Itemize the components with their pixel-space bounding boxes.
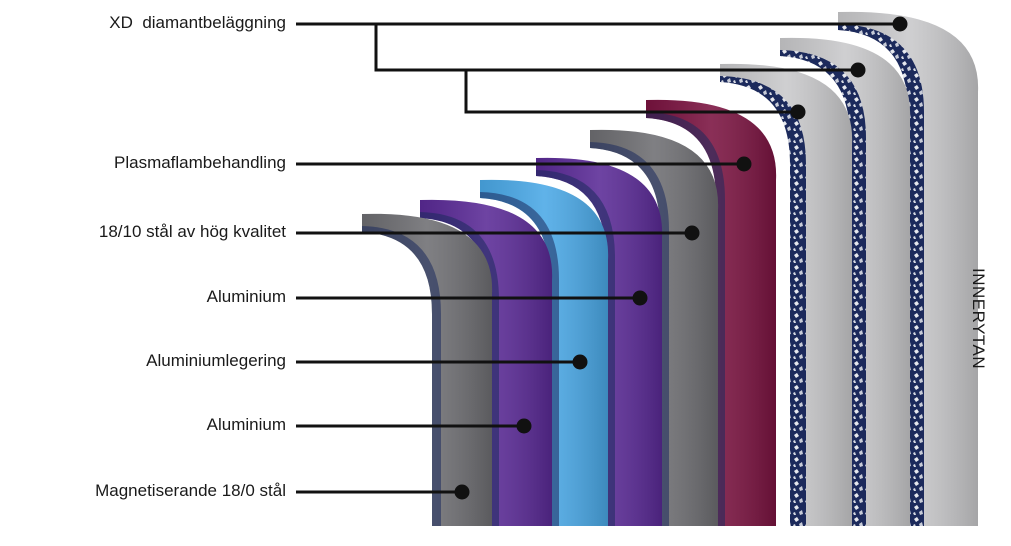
leader-line-1 <box>374 24 858 72</box>
layer-shade-3 <box>646 99 777 527</box>
leader-dot-8 <box>454 484 470 500</box>
layer-shade-1 <box>780 37 911 527</box>
leader-dot-4 <box>684 225 700 241</box>
leader-dot-2 <box>790 104 806 120</box>
leader-dot-5 <box>632 290 648 306</box>
layer-label-7: Aluminium <box>206 415 286 434</box>
layer-shade-7 <box>420 199 553 526</box>
layer-shade-5 <box>536 157 663 526</box>
layer-edge-1 <box>780 50 866 526</box>
layer-shade-2 <box>720 63 853 527</box>
layer-label-4: 18/10 stål av hög kvalitet <box>98 222 286 241</box>
layer-label-6: Aluminiumlegering <box>146 351 286 370</box>
layer-shade-8 <box>362 213 493 526</box>
leader-dot-0 <box>892 16 908 32</box>
leader-dot-7 <box>516 418 532 434</box>
layer-shade-6 <box>480 179 609 526</box>
layer-edge-2 <box>720 76 806 526</box>
layer-label-3: Plasmaflambehandling <box>114 153 286 172</box>
leader-dot-6 <box>572 354 588 370</box>
layer-label-8: Magnetiserande 18/0 stål <box>95 481 286 500</box>
layer-edge-8 <box>362 226 441 526</box>
leader-line-2 <box>464 70 798 114</box>
leader-dot-3 <box>736 156 752 172</box>
inner-surface-label: INNERYTAN <box>969 268 988 370</box>
layer-label-0: XD diamantbeläggning <box>109 13 286 32</box>
leader-dot-1 <box>850 62 866 78</box>
layer-edge-0 <box>838 24 924 526</box>
layer-label-5: Aluminium <box>206 287 286 306</box>
